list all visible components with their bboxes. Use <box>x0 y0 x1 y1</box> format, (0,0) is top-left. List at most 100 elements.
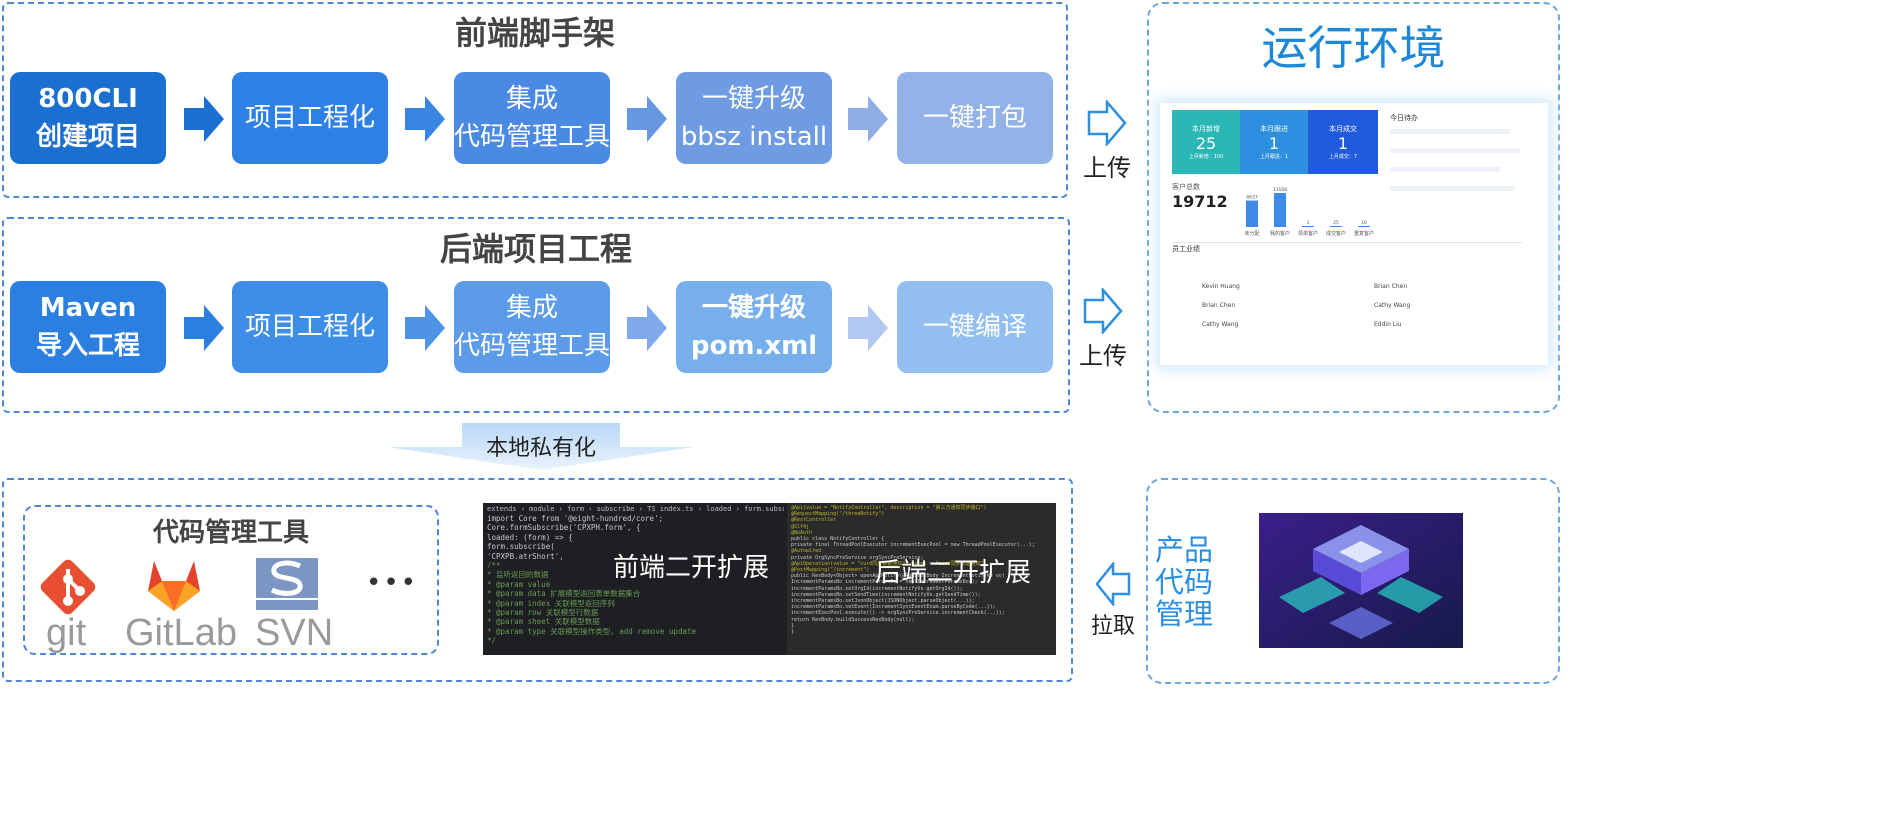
privatize-label: 本地私有化 <box>485 436 596 461</box>
flow-arrow-icon <box>848 96 888 142</box>
staff-row: Cathy Wang <box>1374 302 1411 309</box>
staff-row: Cathy Wang <box>1202 321 1239 328</box>
frontend-extension-label: 前端二开扩展 <box>613 553 770 583</box>
code-line: incrementParamsBo.setSendTime(incrementN… <box>791 591 981 598</box>
code-line: import Core from '@eight-hundred/core'; <box>487 514 664 523</box>
code-line: * @param row 关联模型行数据 <box>487 608 599 618</box>
code-line: * @param sheet 关联模型数据 <box>487 617 600 627</box>
upload-arrow-icon <box>1087 100 1127 146</box>
staff-row: Eddin Liu <box>1374 321 1402 328</box>
code-line: @RequestMapping("/threeNotify") <box>791 511 885 518</box>
code-line: public ResBody<Object> openApiNotify(@Re… <box>791 573 1011 580</box>
stat-value: 1 <box>1337 134 1349 153</box>
code-line: incrementExecPool.execute(() -> orgSyncP… <box>791 610 1005 617</box>
product-panel <box>1146 478 1560 684</box>
frontend-step-line1: 一键打包 <box>922 103 1027 133</box>
code-line: * @param type 关联模型操作类型, add remove updat… <box>487 626 697 636</box>
flow-arrow-icon <box>405 96 445 142</box>
stat-label: 本月成交 <box>1329 125 1357 133</box>
flow-arrow-icon <box>184 305 224 351</box>
code-line: } <box>791 622 795 629</box>
flow-arrow-icon <box>184 96 224 142</box>
staff-row: Kevin Huang <box>1202 283 1240 290</box>
code-line: loaded: (form) => { <box>487 532 573 542</box>
code-line: incrementParamsBo.setEvent(IncrementSync… <box>791 604 996 611</box>
bar-label: 成交客户 <box>1326 230 1346 237</box>
svn-label: SVN <box>255 612 334 654</box>
frontend-step-create: 800CLI 创建项目 <box>10 72 166 164</box>
backend-step-engineering: 项目工程化 <box>232 281 388 373</box>
frontend-code-lines: import Core from '@eight-hundred/core';C… <box>487 514 784 646</box>
git-label: git <box>46 612 87 654</box>
stat-card-new: 本月新增 25 上月新增：100 <box>1172 110 1240 174</box>
today-label: 今日待办 <box>1390 114 1418 122</box>
bar-label: 我的客户 <box>1270 230 1290 237</box>
code-mgmt-title: 代码管理工具 <box>152 518 309 548</box>
frontend-code-screenshot: extends › module › form › subscribe › TS… <box>483 503 788 655</box>
flow-arrow-icon <box>848 305 888 351</box>
frontend-step-line2: 创建项目 <box>35 122 140 152</box>
backend-step-line1: 一键编译 <box>922 312 1027 342</box>
stat-label: 本月新增 <box>1192 125 1220 133</box>
upload-frontend: 上传 <box>1072 100 1142 183</box>
code-line: @RestController <box>791 517 837 524</box>
bar-value-label: 1 <box>1307 220 1310 226</box>
code-line: form.subscribe( <box>487 542 555 552</box>
pull-arrow-icon <box>1095 562 1131 606</box>
upload-backend: 上传 <box>1068 288 1138 371</box>
product-title-line: 产品 <box>1155 533 1214 567</box>
code-line: * @param index 关联模型返回序列 <box>487 598 615 608</box>
code-line: @PostMapping("/increment") <box>791 567 870 574</box>
code-line: private final ThreadPoolExecutor increme… <box>791 542 1035 549</box>
code-line: @Api(value = "NotifyController", descrip… <box>791 505 987 511</box>
product-title: 产品 代码 管理 <box>1155 534 1213 630</box>
backend-extension-label: 后端二开扩展 <box>875 558 1032 588</box>
staff-row: Brian Chen <box>1374 283 1408 290</box>
bar-value-label: 8637 <box>1246 195 1258 201</box>
staff-list-right: Brian Chen Cathy Wang Eddin Liu <box>1356 277 1410 334</box>
code-line: private OrgSyncPreService orgSyncPreServ… <box>791 554 924 561</box>
frontend-step-line1: 集成 <box>505 84 558 114</box>
frontend-step-line1: 一键升级 <box>701 84 806 114</box>
code-line: } <box>791 629 795 636</box>
code-line: * 监听返回的数据 <box>487 570 549 580</box>
frontend-panel <box>2 2 1068 198</box>
gitlab-logo-icon <box>148 561 200 611</box>
code-line: @NoAuth <box>791 529 813 536</box>
frontend-step-integrate: 集成 代码管理工具 <box>454 72 610 164</box>
runtime-title: 运行环境 <box>1261 21 1446 75</box>
backend-code-screenshot: @Api(value = "NotifyController", descrip… <box>787 503 1056 655</box>
staff-row: Brian Chen <box>1202 302 1236 309</box>
bar-value-label: 25 <box>1333 220 1339 226</box>
frontend-step-upgrade: 一键升级 bbsz install <box>676 72 832 164</box>
backend-code-lines: @Api(value = "NotifyController", descrip… <box>791 505 1052 635</box>
frontend-step-line1: 项目工程化 <box>244 103 375 133</box>
code-line: public class NotifyController { <box>791 536 885 543</box>
stat-sub: 上月新增：100 <box>1188 154 1224 160</box>
bar-mark <box>1302 226 1314 227</box>
code-line: /** <box>487 561 501 571</box>
backend-title: 后端项目工程 <box>439 230 632 268</box>
customer-total-block: 客户总数 19712 <box>1172 182 1240 236</box>
product-title-line: 代码 <box>1155 565 1214 599</box>
frontend-step-engineering: 项目工程化 <box>232 72 388 164</box>
bar-value-label: 10 <box>1361 220 1367 226</box>
code-line: * @param data 扩展模型返回表单数据集合 <box>487 589 641 599</box>
code-line: return ResBody.buildSuccessResBody(null)… <box>791 616 915 623</box>
stat-label: 本月跟进 <box>1260 125 1288 133</box>
code-line: Core.formSubscribe('CPXPH.form', { <box>487 523 641 533</box>
server-illustration-icon <box>1259 513 1463 648</box>
bar-label: 重复客户 <box>1354 230 1374 237</box>
stat-sub: 上月成交：7 <box>1328 154 1358 160</box>
code-line: */ <box>487 636 497 646</box>
gitlab-label: GitLab <box>125 612 237 654</box>
code-line: incrementParamsBo.setOrgId(incrementNoti… <box>791 585 963 592</box>
subversion-logo-icon <box>256 558 318 610</box>
stat-card-deal: 本月成交 1 上月成交：7 <box>1308 110 1378 174</box>
pull-label: 拉取 <box>1090 614 1135 639</box>
backend-step-line1: 项目工程化 <box>244 312 375 342</box>
backend-step-line1: Maven <box>39 293 137 323</box>
flow-arrow-icon <box>627 305 667 351</box>
bar-label: 未分配 <box>1244 230 1259 237</box>
